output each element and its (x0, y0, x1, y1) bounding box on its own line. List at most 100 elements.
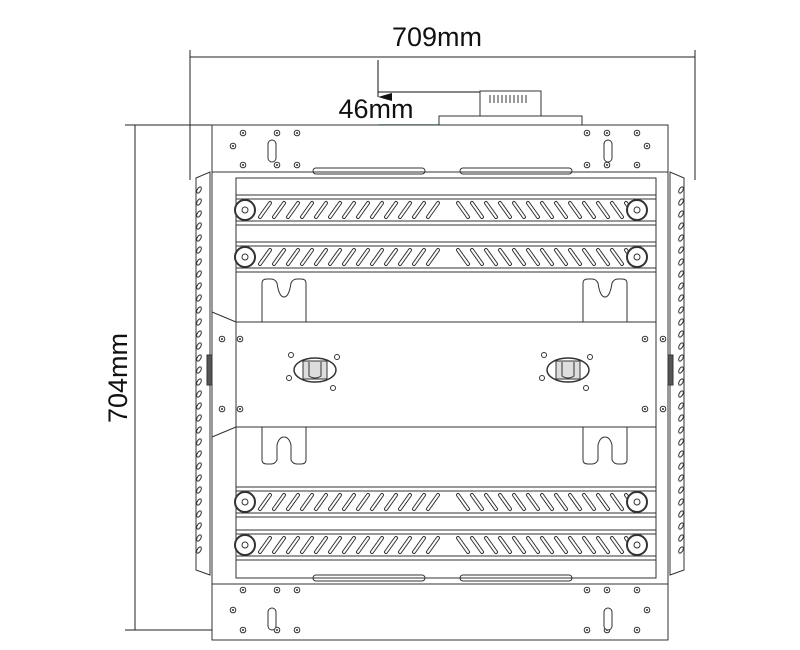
latch-hook (561, 362, 575, 379)
rail-slot (196, 306, 202, 314)
vent-slot-inner (457, 249, 469, 265)
vent-slot-inner (427, 249, 439, 265)
rail-slot (678, 450, 684, 458)
vent-slot-inner (499, 494, 511, 510)
rail-slot (678, 402, 684, 410)
vent-slot-inner (471, 537, 483, 553)
vent-slot-inner (569, 202, 581, 218)
vent-slot-inner (485, 249, 497, 265)
rail-slot (196, 486, 202, 494)
vent-slot-inner (427, 202, 439, 218)
hole-center (239, 338, 241, 340)
latch-core (555, 360, 581, 380)
rail-slot (678, 258, 684, 266)
hole-center (296, 629, 298, 631)
rail-slot (678, 234, 684, 242)
hole-center (221, 408, 223, 410)
vent-slot-inner (273, 537, 285, 553)
rail-slot (678, 486, 684, 494)
vent-slot-inner (329, 249, 341, 265)
latch-hook (308, 362, 322, 379)
roller (626, 491, 648, 513)
rail-slot (678, 186, 684, 194)
hole-center (586, 629, 588, 631)
vent-slot-inner (343, 494, 355, 510)
vent-slot-inner (413, 249, 425, 265)
rail-slot (678, 342, 684, 350)
vent-slot-inner (315, 494, 327, 510)
support-bar (234, 529, 657, 561)
vent-slot-inner (499, 537, 511, 553)
latches (286, 352, 593, 391)
vent-slot-inner (287, 537, 299, 553)
vent-slot-inner (499, 249, 511, 265)
hole-center (232, 145, 234, 147)
rail-slot (678, 306, 684, 314)
vent-slot-inner (513, 537, 525, 553)
roller (626, 246, 648, 268)
vent-slot-inner (597, 249, 609, 265)
mounting-holes (218, 129, 667, 634)
hole-center (586, 132, 588, 134)
hole-center (296, 132, 298, 134)
hole-center (606, 589, 608, 591)
hole-center (296, 589, 298, 591)
rail-slot (678, 534, 684, 542)
vent-slot-inner (457, 537, 469, 553)
vent-slot-inner (569, 537, 581, 553)
vent-slot-inner (301, 494, 313, 510)
rail-slot (196, 414, 202, 422)
hole-center (242, 132, 244, 134)
roller-hub (633, 541, 641, 549)
vent-slot-inner (259, 249, 271, 265)
width-label: 709mm (392, 22, 482, 52)
slot-brackets (261, 278, 628, 465)
roller (234, 491, 256, 513)
vent-slot-inner (301, 537, 313, 553)
hole-center (276, 132, 278, 134)
hole-center (276, 629, 278, 631)
vent-slot-inner (259, 202, 271, 218)
vent-slot-inner (259, 537, 271, 553)
vent-slot-inner (343, 249, 355, 265)
vent-slot-inner (527, 494, 539, 510)
vent-slot-inner (541, 249, 553, 265)
roller (234, 246, 256, 268)
rail-slot (678, 198, 684, 206)
vent-slot-inner (485, 202, 497, 218)
hole-center (644, 408, 646, 410)
rail-slot (678, 282, 684, 290)
vent-slot-inner (273, 249, 285, 265)
oblong-slot (603, 607, 613, 631)
vent-slot-inner (329, 537, 341, 553)
hole-center (636, 132, 638, 134)
vent-slot-inner (555, 537, 567, 553)
vent-slot-inner (611, 537, 623, 553)
rail-slot (678, 498, 684, 506)
hole-center (242, 629, 244, 631)
rail-slot (196, 366, 202, 374)
roller-hub (241, 206, 249, 214)
hole-center (586, 164, 588, 166)
rail-slot (678, 366, 684, 374)
rail-slot (678, 522, 684, 530)
vent-slot-inner (399, 249, 411, 265)
vent-slot-inner (541, 537, 553, 553)
rail-slot (196, 510, 202, 518)
vent-slot-inner (471, 202, 483, 218)
rail-slot (196, 498, 202, 506)
rail-slot (678, 354, 684, 362)
roller-hub (241, 498, 249, 506)
screw-hole (286, 375, 292, 381)
screw-hole (334, 354, 340, 360)
vent-slot-inner (583, 537, 595, 553)
rail-slot (196, 210, 202, 218)
roller-hub (241, 541, 249, 549)
rail-slot (196, 546, 202, 554)
vent-slot-inner (399, 202, 411, 218)
rail-slot (678, 318, 684, 326)
rail-slot (196, 354, 202, 362)
roller-hub (633, 206, 641, 214)
vent-slot-inner (357, 537, 369, 553)
